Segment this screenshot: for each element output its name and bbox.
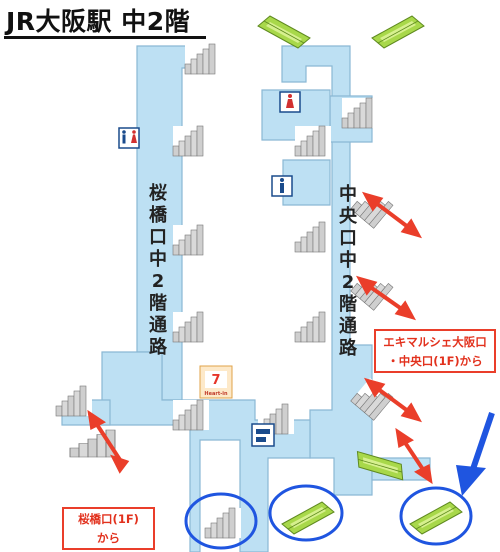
red-arrows — [87, 191, 433, 485]
corridor-central-label: 中央口中2階通路 — [339, 184, 357, 359]
callout-west-line2: から — [97, 531, 120, 545]
highlight-stairs-south-left — [184, 492, 258, 550]
toilet-pictogram-west — [118, 127, 140, 149]
highlight-escalator-south-center — [268, 484, 344, 542]
title-underline — [4, 36, 206, 39]
page-title: JR大阪駅 中2階 — [6, 7, 191, 36]
corridor-areas — [61, 45, 431, 552]
stairs-central-3 — [294, 311, 332, 343]
stairs-central-4 — [341, 97, 379, 129]
svg-text:7: 7 — [211, 373, 220, 388]
stairs-south-left — [204, 507, 242, 539]
stairs-west-4 — [172, 311, 210, 343]
escalator-south-east — [409, 501, 463, 535]
stairs-central-1 — [294, 125, 332, 157]
stairs-southwest — [55, 385, 93, 417]
convenience-store-icon: 7 Heart-in — [199, 365, 233, 399]
toilet-pictogram-men — [271, 175, 293, 197]
callout-east-line2: ・中央口(1F)から — [387, 354, 483, 368]
stairs-west-5 — [172, 399, 210, 431]
callout-west-exit: 桜橋口(1F) から — [62, 507, 155, 550]
highlight-escalator-south-east — [399, 486, 473, 546]
stairs-west-2 — [172, 125, 210, 157]
escalator-north-2 — [371, 15, 425, 49]
stairs-west-1 — [184, 43, 222, 75]
store-logo-text: Heart-in — [204, 391, 228, 397]
callout-east-line1: エキマルシェ大阪口 — [383, 335, 487, 349]
blue-pointer-arrow — [456, 412, 495, 496]
callout-east-exit: エキマルシェ大阪口 ・中央口(1F)から — [374, 329, 496, 373]
corridor-west-label: 桜橋口中2階通路 — [149, 183, 167, 358]
toilet-pictogram-women — [279, 91, 301, 113]
escalator-south-center — [281, 501, 335, 535]
highlight-circles — [184, 484, 473, 550]
ticket-machine-icon — [251, 423, 275, 447]
callout-west-line1: 桜橋口(1F) — [78, 512, 139, 526]
stairs-west-3 — [172, 224, 210, 256]
escalator-north-1 — [257, 15, 311, 49]
stairs-central-2 — [294, 221, 332, 253]
